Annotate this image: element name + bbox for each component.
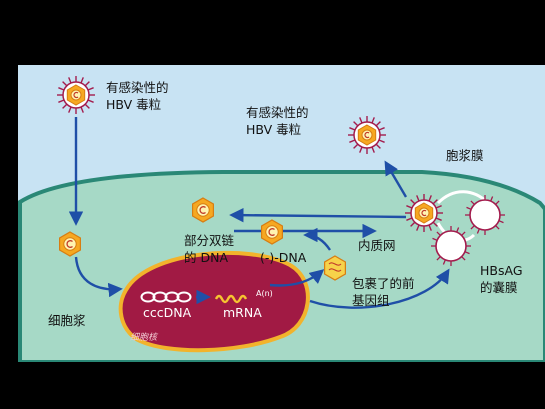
mrna-to-pregenome-arrow — [269, 269, 325, 287]
label-plasma-membrane: 胞浆膜 — [446, 148, 484, 163]
diagram-panel: 有感染性的 HBV 毒粒 有感染性的 HBV 毒粒 胞浆膜 部分双链 的 DNA… — [18, 65, 545, 364]
hbv-lifecycle-diagram: 有感染性的 HBV 毒粒 有感染性的 HBV 毒粒 胞浆膜 部分双链 的 DNA… — [18, 75, 545, 364]
pathway-arrows — [68, 117, 450, 309]
recycle-arrow — [229, 207, 407, 223]
packaged-pregenome-capsid — [324, 255, 346, 281]
hbsag-envelope — [430, 225, 472, 267]
hbv-virion-in-er — [404, 193, 444, 233]
label-mrna: mRNA — [223, 305, 262, 320]
label-hbsag-line2: 的囊膜 — [480, 280, 518, 295]
nucleus — [118, 250, 310, 353]
hbv-virion-released — [347, 115, 387, 155]
label-hbv-top-line1: 有感染性的 — [106, 80, 169, 95]
label-er: 内质网 — [358, 238, 396, 253]
label-partial-dsdna-line1: 部分双链 — [184, 233, 235, 248]
hbsag-envelope — [464, 194, 506, 236]
capsid-minus-dna — [260, 219, 284, 245]
mrna-strand — [214, 294, 248, 304]
label-hbv-right-line2: HBV 毒粒 — [246, 122, 301, 137]
label-partial-dsdna-line2: 的 DNA — [184, 250, 228, 265]
pregenome-to-minus-dna-arrow — [303, 227, 331, 251]
cccdna-chain — [140, 291, 192, 303]
label-hbv-right-line1: 有感染性的 — [246, 105, 309, 120]
capsid-partial-dsdna — [191, 197, 215, 223]
label-minus-dna: (-)-DNA — [260, 250, 307, 265]
label-nucleus: 细胞核 — [130, 332, 159, 343]
mrna-to-er-arrow — [309, 268, 450, 309]
label-poly-a: A(n) — [256, 289, 273, 298]
label-packaged-line1: 包裹了的前 — [352, 276, 415, 291]
label-packaged-line2: 基因组 — [352, 293, 390, 308]
to-nucleus-arrow — [74, 256, 123, 298]
capsid-entering — [58, 231, 82, 257]
label-hbv-top-line2: HBV 毒粒 — [106, 97, 161, 112]
hbv-virion-entering — [56, 75, 96, 115]
secretion-arrow — [384, 160, 408, 198]
label-cccdna: cccDNA — [143, 305, 192, 320]
label-hbsag-line1: HBsAG — [480, 263, 523, 278]
label-cytoplasm: 细胞浆 — [48, 313, 86, 328]
